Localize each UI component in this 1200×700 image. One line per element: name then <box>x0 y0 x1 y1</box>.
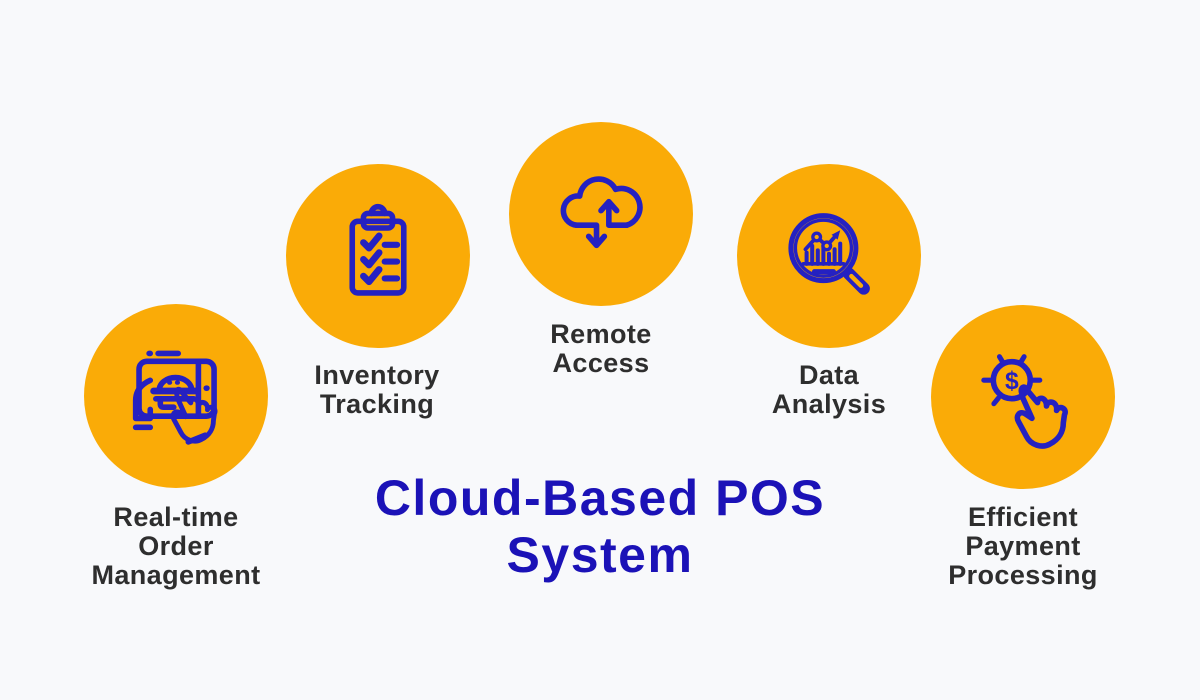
dollar-sign: $ <box>1005 368 1019 395</box>
feature-label-inventory-tracking: Inventory Tracking <box>314 360 440 419</box>
feature-circle-order-management <box>84 304 268 488</box>
clipboard-checklist-icon <box>322 200 434 312</box>
cloud-sync-arrows-icon <box>545 158 657 270</box>
feature-label-order-management: Real-time Order Management <box>91 502 261 590</box>
feature-circle-payment-processing: $ <box>931 305 1115 489</box>
coin-click-icon: $ <box>967 341 1079 453</box>
magnifier-chart-icon <box>773 200 885 312</box>
feature-label-data-analysis: Data Analysis <box>771 360 887 419</box>
feature-circle-inventory-tracking <box>286 164 470 348</box>
feature-circle-remote-access <box>509 122 693 306</box>
feature-label-remote-access: Remote Access <box>550 319 652 378</box>
feature-label-payment-processing: Efficient Payment Processing <box>948 502 1098 590</box>
tablet-order-icon <box>120 340 232 452</box>
page-title: Cloud-Based POS System <box>374 470 826 583</box>
feature-circle-data-analysis <box>737 164 921 348</box>
